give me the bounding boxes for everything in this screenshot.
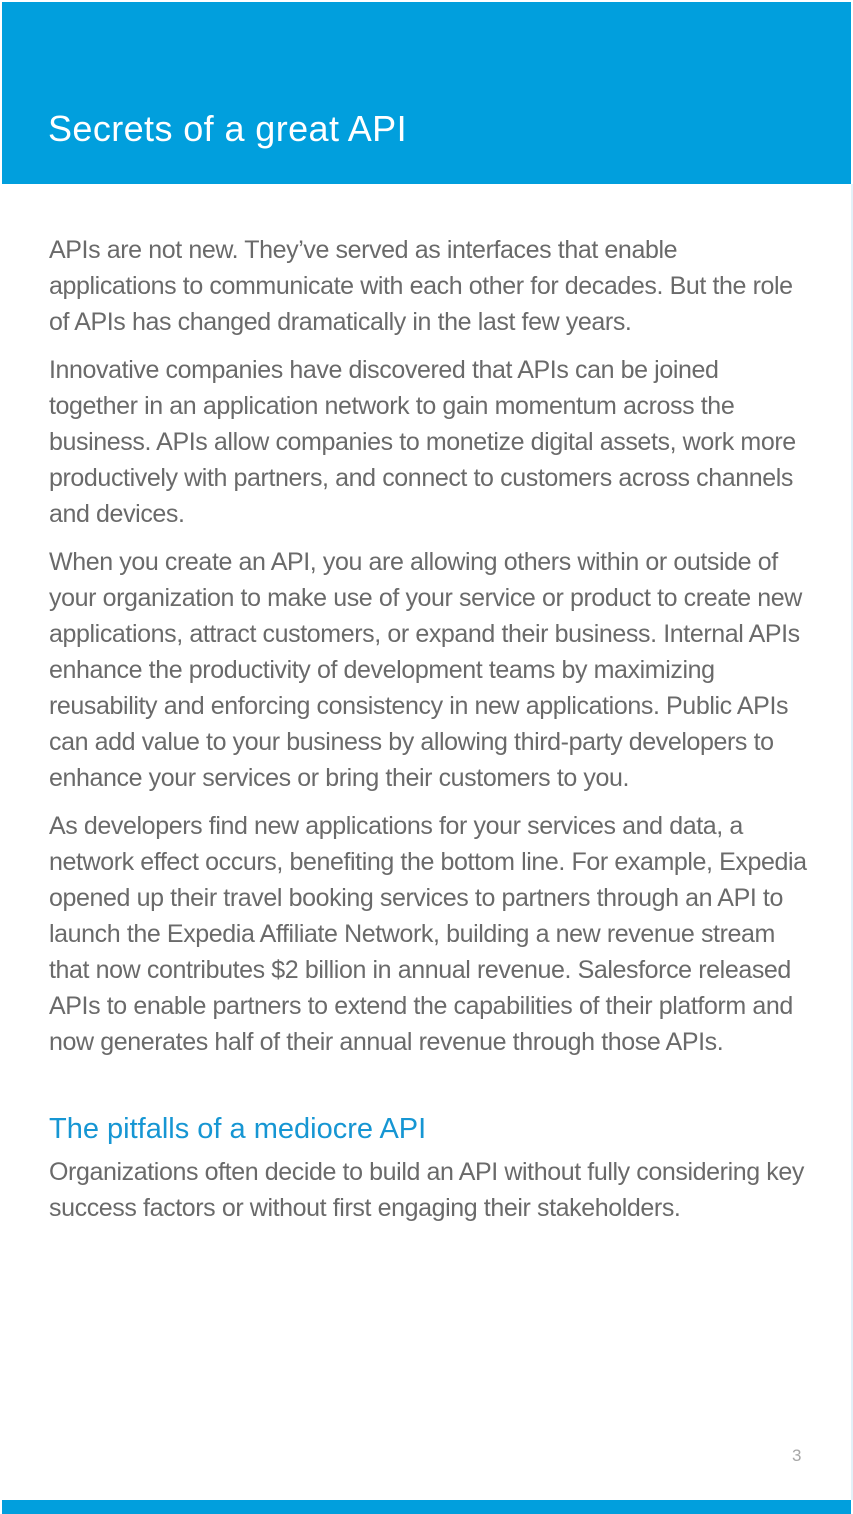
network-effect-paragraph: As developers find new applications for …	[49, 812, 807, 1056]
section-heading: The pitfalls of a mediocre API	[49, 1113, 427, 1145]
page-title: Secrets of a great API	[48, 108, 407, 149]
footer-banner	[2, 1500, 851, 1514]
header-banner	[2, 2, 851, 184]
application-network-paragraph: Innovative companies have discovered tha…	[49, 356, 796, 528]
intro-paragraph: APIs are not new. They’ve served as inte…	[49, 236, 793, 336]
page-number: 3	[792, 1446, 802, 1465]
main-content: APIs are not new. They’ve served as inte…	[49, 232, 809, 1238]
section-body-paragraph: Organizations often decide to build an A…	[49, 1158, 805, 1222]
create-api-paragraph: When you create an API, you are allowing…	[49, 548, 802, 792]
page-edge-divider	[851, 184, 853, 1500]
